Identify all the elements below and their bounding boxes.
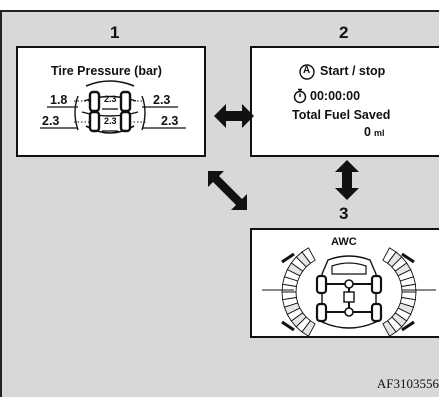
tire-pressure-center-rear: 2.3 — [104, 116, 117, 126]
awc-panel: AWC — [250, 228, 439, 338]
tire-pressure-panel: Tire Pressure (bar) — [16, 46, 206, 157]
start-stop-panel: A Start / stop 00:00:00 Total Fuel Saved… — [250, 46, 439, 157]
fuel-saved-value: 0 — [364, 125, 371, 139]
awc-gauge-segment — [382, 320, 397, 337]
double-arrow-diagonal-icon — [208, 171, 247, 210]
awc-title: AWC — [331, 236, 357, 248]
step-number-3: 3 — [339, 204, 349, 223]
tire-pressure-rear-right: 2.3 — [161, 114, 179, 128]
awc-gauge-segment — [301, 320, 316, 337]
tire-pressure-front-left: 1.8 — [50, 93, 68, 107]
tire-pressure-center-front: 2.3 — [104, 94, 117, 104]
auto-stop-button-icon — [299, 64, 315, 80]
tire-pressure-front-right: 2.3 — [153, 93, 171, 107]
double-arrow-horizontal-icon — [214, 104, 254, 128]
stopwatch-icon — [293, 88, 307, 104]
tire-pressure-rear-left: 2.3 — [42, 114, 60, 128]
fuel-saved-unit: ml — [374, 128, 385, 138]
figure-id: AF3103556 — [376, 376, 439, 391]
elapsed-timer: 00:00:00 — [310, 89, 361, 103]
frame-left-border — [0, 10, 2, 397]
step-number-1: 1 — [110, 23, 120, 42]
fuel-saved-label: Total Fuel Saved — [292, 108, 391, 122]
auto-stop-glyph: A — [303, 65, 311, 76]
step-number-2: 2 — [339, 23, 349, 42]
awc-gauge-icon — [262, 247, 436, 337]
car-outline-icon — [40, 80, 186, 134]
frame-top-border — [0, 10, 439, 12]
start-stop-label: Start / stop — [320, 64, 386, 78]
frame-top-band — [0, 0, 439, 10]
double-arrow-vertical-icon — [335, 160, 359, 200]
drivetrain-icon — [315, 255, 383, 329]
tire-pressure-title: Tire Pressure (bar) — [51, 64, 162, 78]
